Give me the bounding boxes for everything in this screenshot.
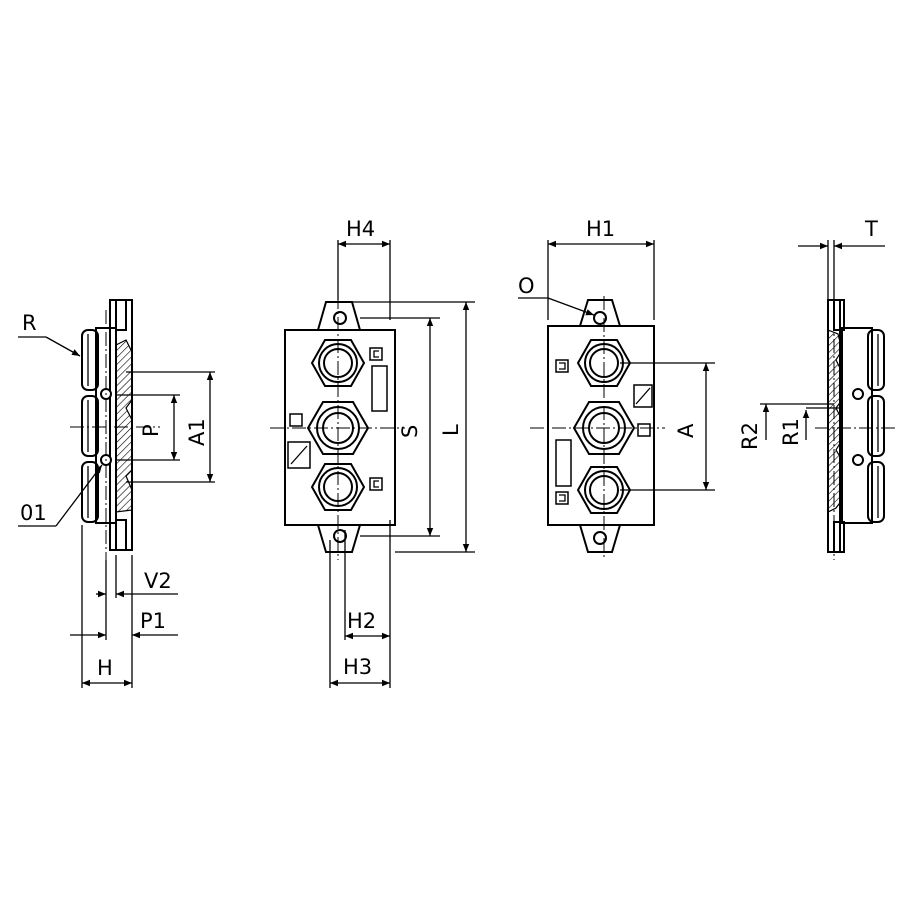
label-P: P [139,424,163,437]
right-side-view [760,240,895,560]
front-view [270,240,475,688]
rear-view [518,240,715,560]
label-A: A [674,423,698,438]
label-H2: H2 [347,609,376,633]
label-T: T [864,217,878,241]
label-H3: H3 [343,655,372,679]
label-H: H [97,656,113,680]
label-L: L [439,424,463,436]
label-S: S [398,425,422,438]
label-O: O [518,274,535,298]
left-side-view [18,299,215,688]
label-O1: 01 [20,501,47,525]
label-R: R [22,311,37,335]
label-A1: A1 [185,418,209,446]
label-H1: H1 [586,217,615,241]
label-R1: R1 [779,418,803,446]
label-H4: H4 [346,217,375,241]
label-P1: P1 [140,609,166,633]
label-V2: V2 [144,569,172,593]
label-R2: R2 [738,422,762,450]
